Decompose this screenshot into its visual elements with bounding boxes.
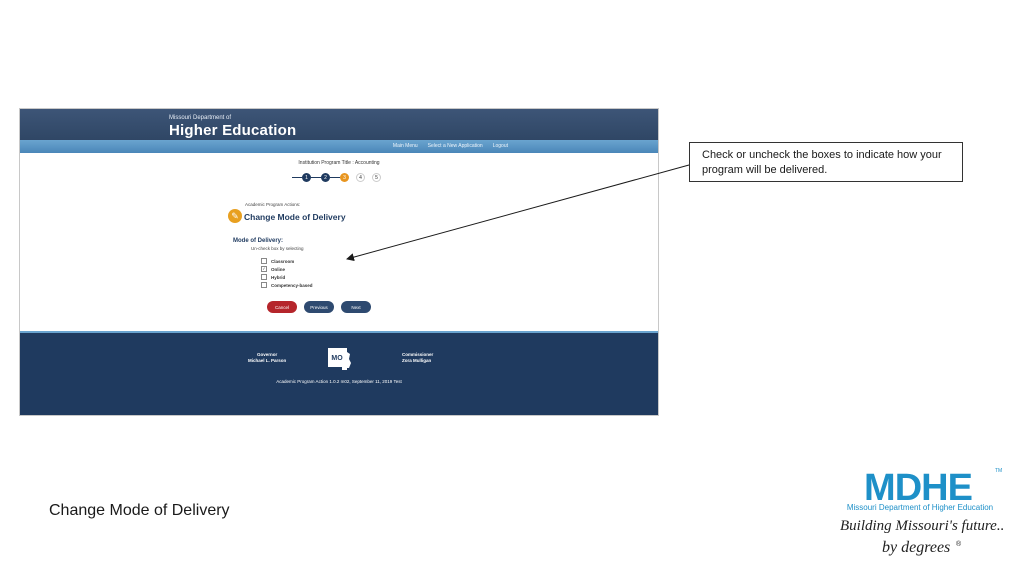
mode-of-delivery-label: Mode of Delivery: (233, 238, 284, 244)
action-title: Change Mode of Delivery (244, 212, 346, 222)
commissioner-block: Commissioner Zora Mulligan (402, 352, 433, 364)
action-label: Academic Program Actions: (245, 202, 301, 207)
online-checkbox[interactable]: ✓ (261, 266, 267, 272)
next-button[interactable]: Next (341, 301, 371, 313)
option-label: Hybrid (271, 274, 286, 280)
option-label: Competency-based (271, 282, 313, 288)
nav-main-menu[interactable]: Main Menu (392, 143, 418, 149)
logo-tagline-2: by degrees (882, 539, 950, 556)
seal-text: MO (331, 355, 343, 362)
competency-based-checkbox[interactable] (261, 282, 267, 288)
option-hybrid[interactable]: Hybrid (261, 273, 313, 281)
step-indicator: 1 2 3 4 5 (292, 173, 381, 182)
nav-logout[interactable]: Logout (492, 143, 508, 149)
step-connector (311, 177, 321, 178)
application-screenshot: Missouri Department of Higher Education … (19, 108, 659, 416)
step-3-current: 3 (340, 173, 349, 182)
form-buttons: Cancel Previous Next (267, 301, 371, 313)
option-competency-based[interactable]: Competency-based (261, 281, 313, 289)
logo-trademark: TM (995, 468, 1002, 474)
version-text: Academic Program Action 1.0.2 m02, Septe… (276, 379, 402, 384)
option-online[interactable]: ✓ Online (261, 265, 313, 273)
logo-dept: Missouri Department of Higher Education (847, 503, 993, 512)
step-2: 2 (321, 173, 330, 182)
commissioner-name: Zora Mulligan (402, 358, 432, 363)
mode-hint: Un-check box by selecting (251, 246, 304, 251)
nav-bar: Main Menu Select a New Application Logou… (20, 140, 658, 153)
dept-name: Higher Education (169, 122, 297, 139)
site-footer: Governor Michael L. Parson MO Commission… (20, 331, 658, 415)
commissioner-title: Commissioner (402, 352, 434, 357)
option-classroom[interactable]: Classroom (261, 257, 313, 265)
org-line: Missouri Department of (169, 115, 232, 121)
logo-registered: ® (956, 540, 962, 548)
classroom-checkbox[interactable] (261, 258, 267, 264)
option-label: Online (271, 266, 286, 272)
program-title: Institution Program Title : Accounting (298, 160, 380, 166)
mdhe-logo: MDHE TM Missouri Department of Higher Ed… (840, 467, 1004, 556)
logo-tagline-1: Building Missouri's future... (840, 518, 1004, 534)
edit-icon: ✎ (228, 209, 242, 223)
logo-letters: MDHE (864, 467, 972, 509)
callout-box: Check or uncheck the boxes to indicate h… (689, 142, 963, 182)
step-5: 5 (372, 173, 381, 182)
previous-button[interactable]: Previous (304, 301, 334, 313)
step-connector (292, 177, 302, 178)
hybrid-checkbox[interactable] (261, 274, 267, 280)
nav-select-application[interactable]: Select a New Application (427, 143, 483, 149)
delivery-options: Classroom ✓ Online Hybrid Competency-bas… (261, 257, 313, 289)
governor-name: Michael L. Parson (248, 358, 287, 363)
cancel-button[interactable]: Cancel (267, 301, 297, 313)
site-header: Missouri Department of Higher Education (20, 109, 658, 145)
missouri-state-icon: MO (328, 348, 351, 370)
step-1: 1 (302, 173, 311, 182)
option-label: Classroom (271, 258, 295, 264)
governor-title: Governor (257, 352, 278, 357)
step-connector (330, 177, 340, 178)
step-4: 4 (356, 173, 365, 182)
slide-caption: Change Mode of Delivery (49, 502, 230, 519)
governor-block: Governor Michael L. Parson (248, 352, 286, 364)
